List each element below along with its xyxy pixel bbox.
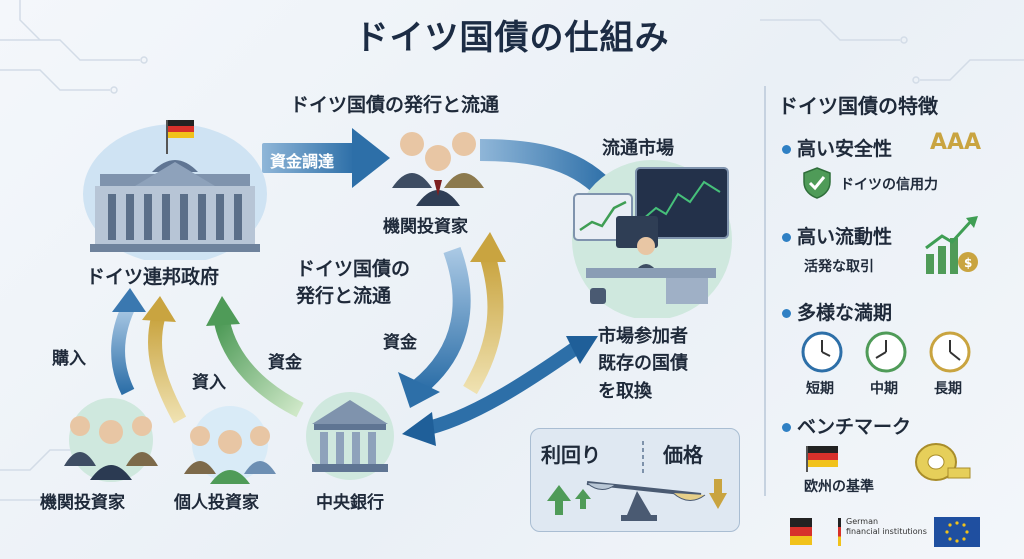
feature-safety-sub: ドイツの信用力	[840, 177, 938, 193]
institutional-top-label: 機関投資家	[383, 217, 468, 237]
funds-down-arrow	[412, 246, 471, 395]
features-panel: ドイツ国債の特徴 高い安全性 AAA ドイツの信用力 高い流動性 活発な取引 $…	[764, 86, 1004, 496]
maturity-short: 短期	[806, 381, 834, 397]
funds-label: 資金	[268, 353, 302, 373]
flow-heading: ドイツ国債の発行と流通	[290, 94, 500, 116]
yield-up-arrow-icon	[547, 485, 571, 501]
growth-chart-icon: $	[925, 216, 978, 274]
exchange-double-arrow	[418, 339, 585, 437]
investment-arrow	[147, 316, 187, 424]
institutional-bottom-label: 機関投資家	[40, 493, 125, 513]
feature-benchmark-sub: 欧州の基準	[804, 479, 874, 495]
institutional-investors-icon	[392, 132, 484, 206]
purchase-label: 購入	[52, 349, 86, 369]
yield-label: 利回り	[541, 443, 601, 467]
issuance-circulation-label: ドイツ国債の 発行と流通	[296, 258, 411, 307]
clock-mid-icon	[865, 331, 907, 373]
price-label: 価格	[663, 443, 703, 467]
maturity-mid: 中期	[870, 381, 898, 397]
clock-short-icon	[801, 331, 843, 373]
aaa-badge: AAA	[930, 130, 982, 155]
purchase-arrow	[111, 305, 135, 396]
funding-arrow	[262, 128, 390, 188]
page-title: ドイツ国債の仕組み	[354, 18, 670, 58]
clock-long-icon	[929, 331, 971, 373]
bullet-icon	[782, 423, 791, 432]
yield-price-balance-panel: 利回り 価格	[530, 428, 740, 532]
institutional-investors-bottom-icon	[64, 398, 158, 482]
panel-divider	[764, 86, 766, 496]
svg-text:$: $	[964, 256, 972, 270]
funds-green-arrow	[214, 320, 304, 418]
feature-benchmark-title: ベンチマーク	[782, 412, 911, 439]
government-building-icon	[83, 120, 267, 260]
shield-check-icon	[803, 167, 831, 199]
german-flag-icon	[806, 446, 838, 472]
feature-safety-title: 高い安全性	[782, 134, 892, 161]
institutions-logo-bar	[838, 518, 841, 546]
measuring-tape-icon	[915, 443, 971, 481]
german-eagle-logo-icon	[790, 518, 812, 545]
investment-label: 資入	[192, 373, 226, 393]
seesaw-balance-icon	[547, 441, 727, 521]
bullet-icon	[782, 145, 791, 154]
government-label: ドイツ連邦政府	[86, 266, 220, 288]
bullet-icon	[782, 233, 791, 242]
features-heading: ドイツ国債の特徴	[778, 94, 938, 118]
trading-desk-illustration	[572, 160, 732, 318]
funding-label: 資金調達	[270, 152, 335, 171]
market-heading: 流通市場	[602, 138, 674, 159]
bullet-icon	[782, 309, 791, 318]
maturity-long: 長期	[934, 381, 962, 397]
feature-liquidity-sub: 活発な取引	[804, 259, 874, 275]
central-bank-label: 中央銀行	[316, 493, 384, 513]
institutions-logo-text: German financial institutions	[846, 517, 927, 536]
price-down-arrow-icon	[709, 493, 727, 509]
central-bank-icon	[306, 392, 394, 480]
feature-liquidity-title: 高い流動性	[782, 222, 892, 249]
clock-icons	[801, 331, 971, 373]
feature-maturity-title: 多様な満期	[782, 298, 892, 325]
funds-down-label: 資金	[383, 333, 417, 353]
individual-label: 個人投資家	[174, 493, 259, 513]
individual-investors-icon	[184, 406, 276, 484]
eu-flag-icon	[934, 517, 980, 547]
market-participants-label: 市場参加者	[598, 326, 688, 347]
market-description: 既存の国債 を取換	[598, 353, 688, 402]
